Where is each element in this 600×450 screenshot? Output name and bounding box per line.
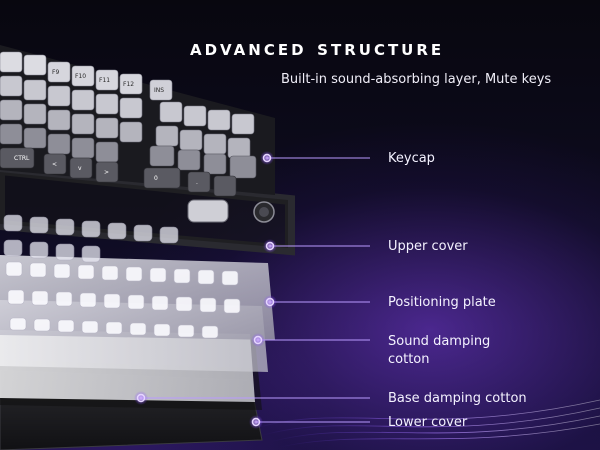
pointer-dot-keycap <box>260 151 274 165</box>
page-title: ADVANCED STRUCTURE <box>190 36 445 61</box>
pointer-dot-positioning-plate <box>263 295 277 309</box>
upper-cover-shape <box>0 164 295 263</box>
keycap-f11-label: F11 <box>99 77 110 84</box>
label-base-damping-cotton: Base damping cotton <box>388 391 527 406</box>
pointer-dot-base-damping <box>134 391 148 405</box>
page-subtitle: Built-in sound-absorbing layer, Mute key… <box>281 72 552 87</box>
keycap-layer: F9 F10 F11 F12 INS <box>0 45 275 197</box>
keycap-zero-label: 0 <box>154 175 158 182</box>
pointer-lines <box>141 157 370 423</box>
label-sound-damping-cotton: Sound damping cotton <box>388 334 491 367</box>
keycap-ctrl-label: CTRL <box>14 155 30 162</box>
label-positioning-plate: Positioning plate <box>388 295 496 310</box>
label-upper-cover: Upper cover <box>388 239 468 254</box>
keycap-right-arrow-label: > <box>104 169 109 176</box>
keycap-ins-label: INS <box>154 87 164 94</box>
pointer-dots <box>134 151 277 429</box>
keycap-f9-label: F9 <box>52 69 59 76</box>
keycap-down-arrow-label: v <box>78 165 82 172</box>
wave-decoration <box>249 399 600 448</box>
pointer-dot-lower-cover <box>249 415 263 429</box>
keycap-left-arrow-label: < <box>52 161 57 168</box>
keycap-dot-label: . <box>196 179 198 186</box>
keycap-f12-label: F12 <box>123 81 134 88</box>
pointer-dot-upper-cover <box>263 239 277 253</box>
label-lower-cover: Lower cover <box>388 415 468 430</box>
positioning-plate-shape <box>0 255 275 340</box>
pointer-dot-sound-damping <box>251 333 265 347</box>
label-keycap: Keycap <box>388 151 435 166</box>
keycap-f10-label: F10 <box>75 73 86 80</box>
